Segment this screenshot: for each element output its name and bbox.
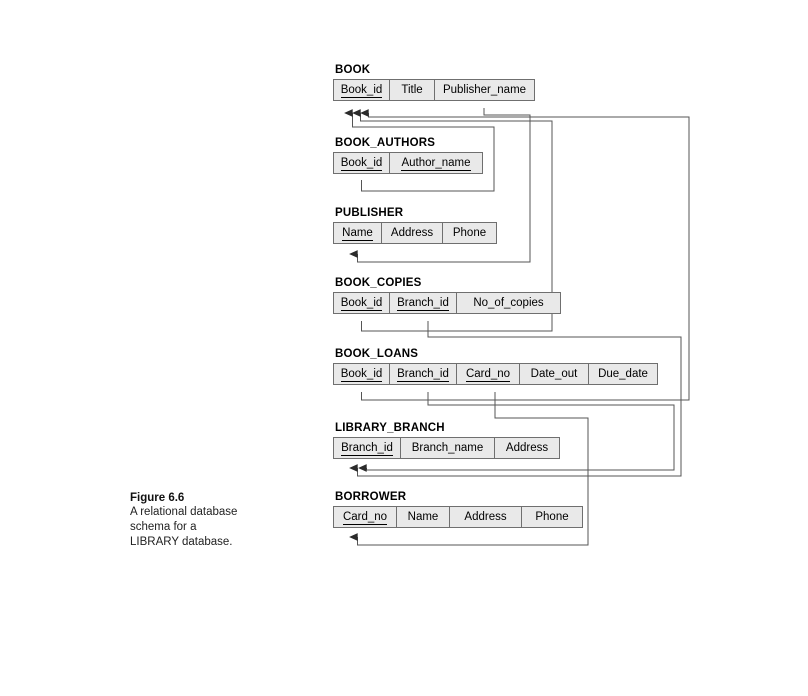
figure-description-line-2: schema for a xyxy=(130,521,197,533)
attribute-publisher-phone[interactable]: Phone xyxy=(442,222,497,244)
attribute-book-loans-card-no[interactable]: Card_no xyxy=(456,363,520,385)
attribute-borrower-card-no[interactable]: Card_no xyxy=(333,506,397,528)
attribute-row-book-loans: Book_id Branch_id Card_no Date_out Due_d… xyxy=(333,363,658,385)
attribute-book-loans-due-date[interactable]: Due_date xyxy=(588,363,658,385)
figure-description-line-3: LIBRARY database. xyxy=(130,536,233,548)
attribute-book-copies-book-id[interactable]: Book_id xyxy=(333,292,390,314)
attribute-borrower-phone[interactable]: Phone xyxy=(521,506,583,528)
relation-book-authors: BOOK_AUTHORS Book_id Author_name xyxy=(333,137,483,174)
relation-book: BOOK Book_id Title Publisher_name xyxy=(333,64,535,101)
figure-description-line-1: A relational database xyxy=(130,506,238,518)
relation-book-loans: BOOK_LOANS Book_id Branch_id Card_no Dat… xyxy=(333,348,658,385)
attribute-row-borrower: Card_no Name Address Phone xyxy=(333,506,583,528)
relation-borrower: BORROWER Card_no Name Address Phone xyxy=(333,491,583,528)
attribute-row-book: Book_id Title Publisher_name xyxy=(333,79,535,101)
attribute-book-loans-book-id[interactable]: Book_id xyxy=(333,363,390,385)
attribute-book-authors-book-id[interactable]: Book_id xyxy=(333,152,390,174)
relation-name-book-loans: BOOK_LOANS xyxy=(335,348,419,360)
attribute-book-copies-branch-id[interactable]: Branch_id xyxy=(389,292,457,314)
relation-name-book-copies: BOOK_COPIES xyxy=(335,277,422,289)
relation-book-copies: BOOK_COPIES Book_id Branch_id No_of_copi… xyxy=(333,277,561,314)
attribute-row-book-copies: Book_id Branch_id No_of_copies xyxy=(333,292,561,314)
relation-name-library-branch: LIBRARY_BRANCH xyxy=(335,422,445,434)
attribute-book-authors-author-name[interactable]: Author_name xyxy=(389,152,483,174)
attribute-library-branch-address[interactable]: Address xyxy=(494,437,560,459)
attribute-book-book-id[interactable]: Book_id xyxy=(333,79,390,101)
attribute-library-branch-branch-name[interactable]: Branch_name xyxy=(400,437,495,459)
relation-name-book-authors: BOOK_AUTHORS xyxy=(335,137,436,149)
attribute-borrower-address[interactable]: Address xyxy=(449,506,522,528)
attribute-book-loans-branch-id[interactable]: Branch_id xyxy=(389,363,457,385)
relation-name-publisher: PUBLISHER xyxy=(335,207,404,219)
attribute-row-publisher: Name Address Phone xyxy=(333,222,497,244)
attribute-library-branch-branch-id[interactable]: Branch_id xyxy=(333,437,401,459)
attribute-row-book-authors: Book_id Author_name xyxy=(333,152,483,174)
attribute-book-copies-no-of-copies[interactable]: No_of_copies xyxy=(456,292,561,314)
attribute-book-loans-date-out[interactable]: Date_out xyxy=(519,363,589,385)
relation-library-branch: LIBRARY_BRANCH Branch_id Branch_name Add… xyxy=(333,422,560,459)
attribute-book-publisher-name[interactable]: Publisher_name xyxy=(434,79,535,101)
attribute-book-title[interactable]: Title xyxy=(389,79,435,101)
attribute-borrower-name[interactable]: Name xyxy=(396,506,450,528)
relation-name-borrower: BORROWER xyxy=(335,491,407,503)
attribute-row-library-branch: Branch_id Branch_name Address xyxy=(333,437,560,459)
figure-label: Figure 6.6 xyxy=(130,492,185,504)
figure-caption: Figure 6.6 A relational database schema … xyxy=(130,492,280,550)
relation-name-book: BOOK xyxy=(335,64,371,76)
attribute-publisher-address[interactable]: Address xyxy=(381,222,443,244)
relation-publisher: PUBLISHER Name Address Phone xyxy=(333,207,497,244)
attribute-publisher-name[interactable]: Name xyxy=(333,222,382,244)
